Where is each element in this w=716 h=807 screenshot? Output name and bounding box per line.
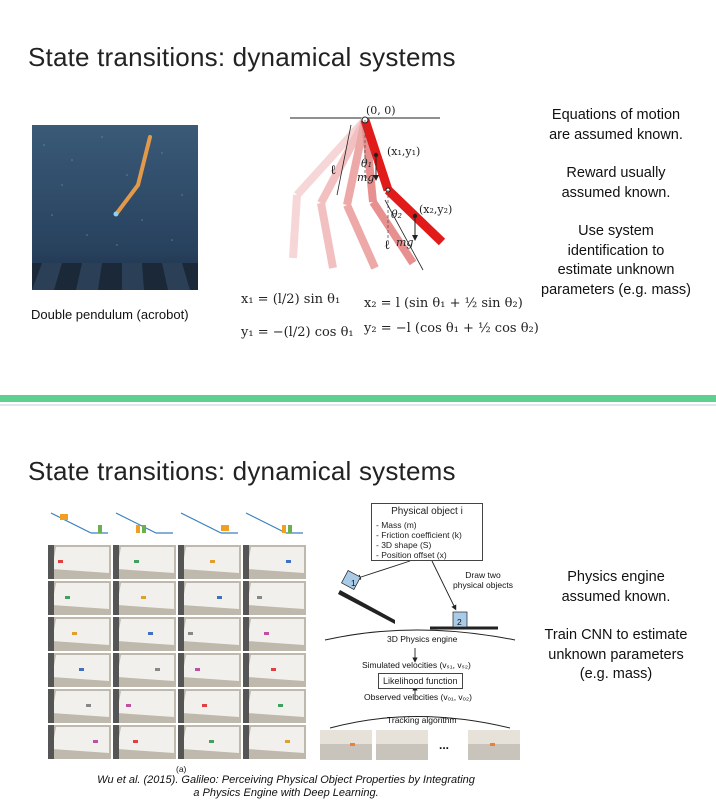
reference-citation: Wu et al. (2015). Galileo: Perceiving Ph…: [97, 774, 475, 799]
property-mass: - Mass (m): [376, 520, 417, 530]
observed-velocities-label: Observed velocities (vₒ₁, vₒ₂): [364, 692, 473, 702]
label-theta2: θ₂: [391, 208, 403, 221]
experiment-photo: [48, 689, 111, 723]
experiment-photo: [243, 653, 306, 687]
galileo-diagram: [320, 500, 520, 765]
slide2-notes: Physics engine assumed known. Train CNN …: [541, 568, 691, 704]
experiment-photo: [243, 617, 306, 651]
label-p2: (x₂,y₂): [419, 203, 453, 216]
experiment-photo: [243, 581, 306, 615]
experiment-photo: [48, 725, 111, 759]
simulated-velocities-label: Simulated velocities (vₛ₁, vₛ₂): [362, 660, 471, 670]
experiment-photo: [178, 725, 241, 759]
slide1-notes: Equations of motion are assumed known. R…: [541, 106, 691, 319]
experiment-photo: [113, 689, 176, 723]
experiment-grid: [46, 505, 312, 763]
experiment-photo: [113, 725, 176, 759]
label-p1: (x₁,y₁): [387, 145, 421, 158]
equation-x1: x₁ = (l/2) sin θ₁: [241, 292, 341, 307]
property-shape: - 3D shape (S): [376, 540, 432, 550]
physical-object-title: Physical object i: [391, 506, 463, 517]
note-physics-engine-known: Physics engine assumed known.: [561, 569, 671, 605]
label-origin: (0, 0): [366, 104, 396, 117]
draw-two-label: Draw two physical objects: [452, 570, 513, 590]
slide-divider-shadow: [0, 404, 716, 406]
experiment-photo: [48, 545, 111, 579]
ellipsis-label: ...: [439, 738, 450, 752]
label-ell1: ℓ: [330, 163, 337, 178]
slide2-title: State transitions: dynamical systems: [28, 456, 456, 486]
acrobot-caption: Double pendulum (acrobot): [31, 307, 189, 322]
note-equations-known: Equations of motion are assumed known.: [549, 107, 683, 143]
label-theta1: θ₁: [361, 157, 373, 170]
experiment-photo: [178, 689, 241, 723]
physics-engine-label: 3D Physics engine: [387, 634, 458, 644]
experiment-photo: [48, 617, 111, 651]
likelihood-function-box: Likelihood function: [378, 673, 463, 689]
experiment-photo: [113, 581, 176, 615]
experiment-photo: [243, 545, 306, 579]
slide1-title: State transitions: dynamical systems: [28, 42, 456, 72]
panel-label: (a): [176, 764, 187, 774]
equation-y1: y₁ = −(l/2) cos θ₁: [241, 325, 354, 340]
experiment-photo: [113, 653, 176, 687]
experiment-photo: [243, 725, 306, 759]
experiment-photo: [178, 617, 241, 651]
experiment-photo: [243, 689, 306, 723]
note-system-identification: Use system identification to estimate un…: [541, 223, 691, 298]
experiment-photo: [113, 617, 176, 651]
tracking-algorithm-label: Tracking algorithm: [387, 715, 457, 725]
experiment-photo: [48, 653, 111, 687]
label-mg2: mg: [396, 236, 414, 249]
acrobot-image: [32, 125, 198, 290]
double-pendulum-diagram: [285, 100, 460, 285]
equation-y2: y₂ = −l (cos θ₁ + ½ cos θ₂): [364, 321, 539, 336]
block-1-label: 1: [351, 578, 356, 588]
experiment-photo: [178, 545, 241, 579]
label-mg1: mg: [357, 171, 375, 184]
block-2-label: 2: [457, 617, 462, 627]
physical-object-box: Physical object i - Mass (m) - Friction …: [371, 503, 483, 561]
property-offset: - Position offset (x): [376, 550, 447, 560]
experiment-photo: [48, 581, 111, 615]
property-friction: - Friction coefficient (k): [376, 530, 462, 540]
note-reward-known: Reward usually assumed known.: [561, 165, 671, 201]
equation-x2: x₂ = l (sin θ₁ + ½ sin θ₂): [364, 296, 523, 311]
experiment-photo: [113, 545, 176, 579]
label-ell2: ℓ: [384, 238, 391, 253]
experiment-photo: [178, 653, 241, 687]
slide-divider: [0, 395, 716, 402]
experiment-photo: [178, 581, 241, 615]
note-train-cnn: Train CNN to estimate unknown parameters…: [544, 627, 688, 682]
